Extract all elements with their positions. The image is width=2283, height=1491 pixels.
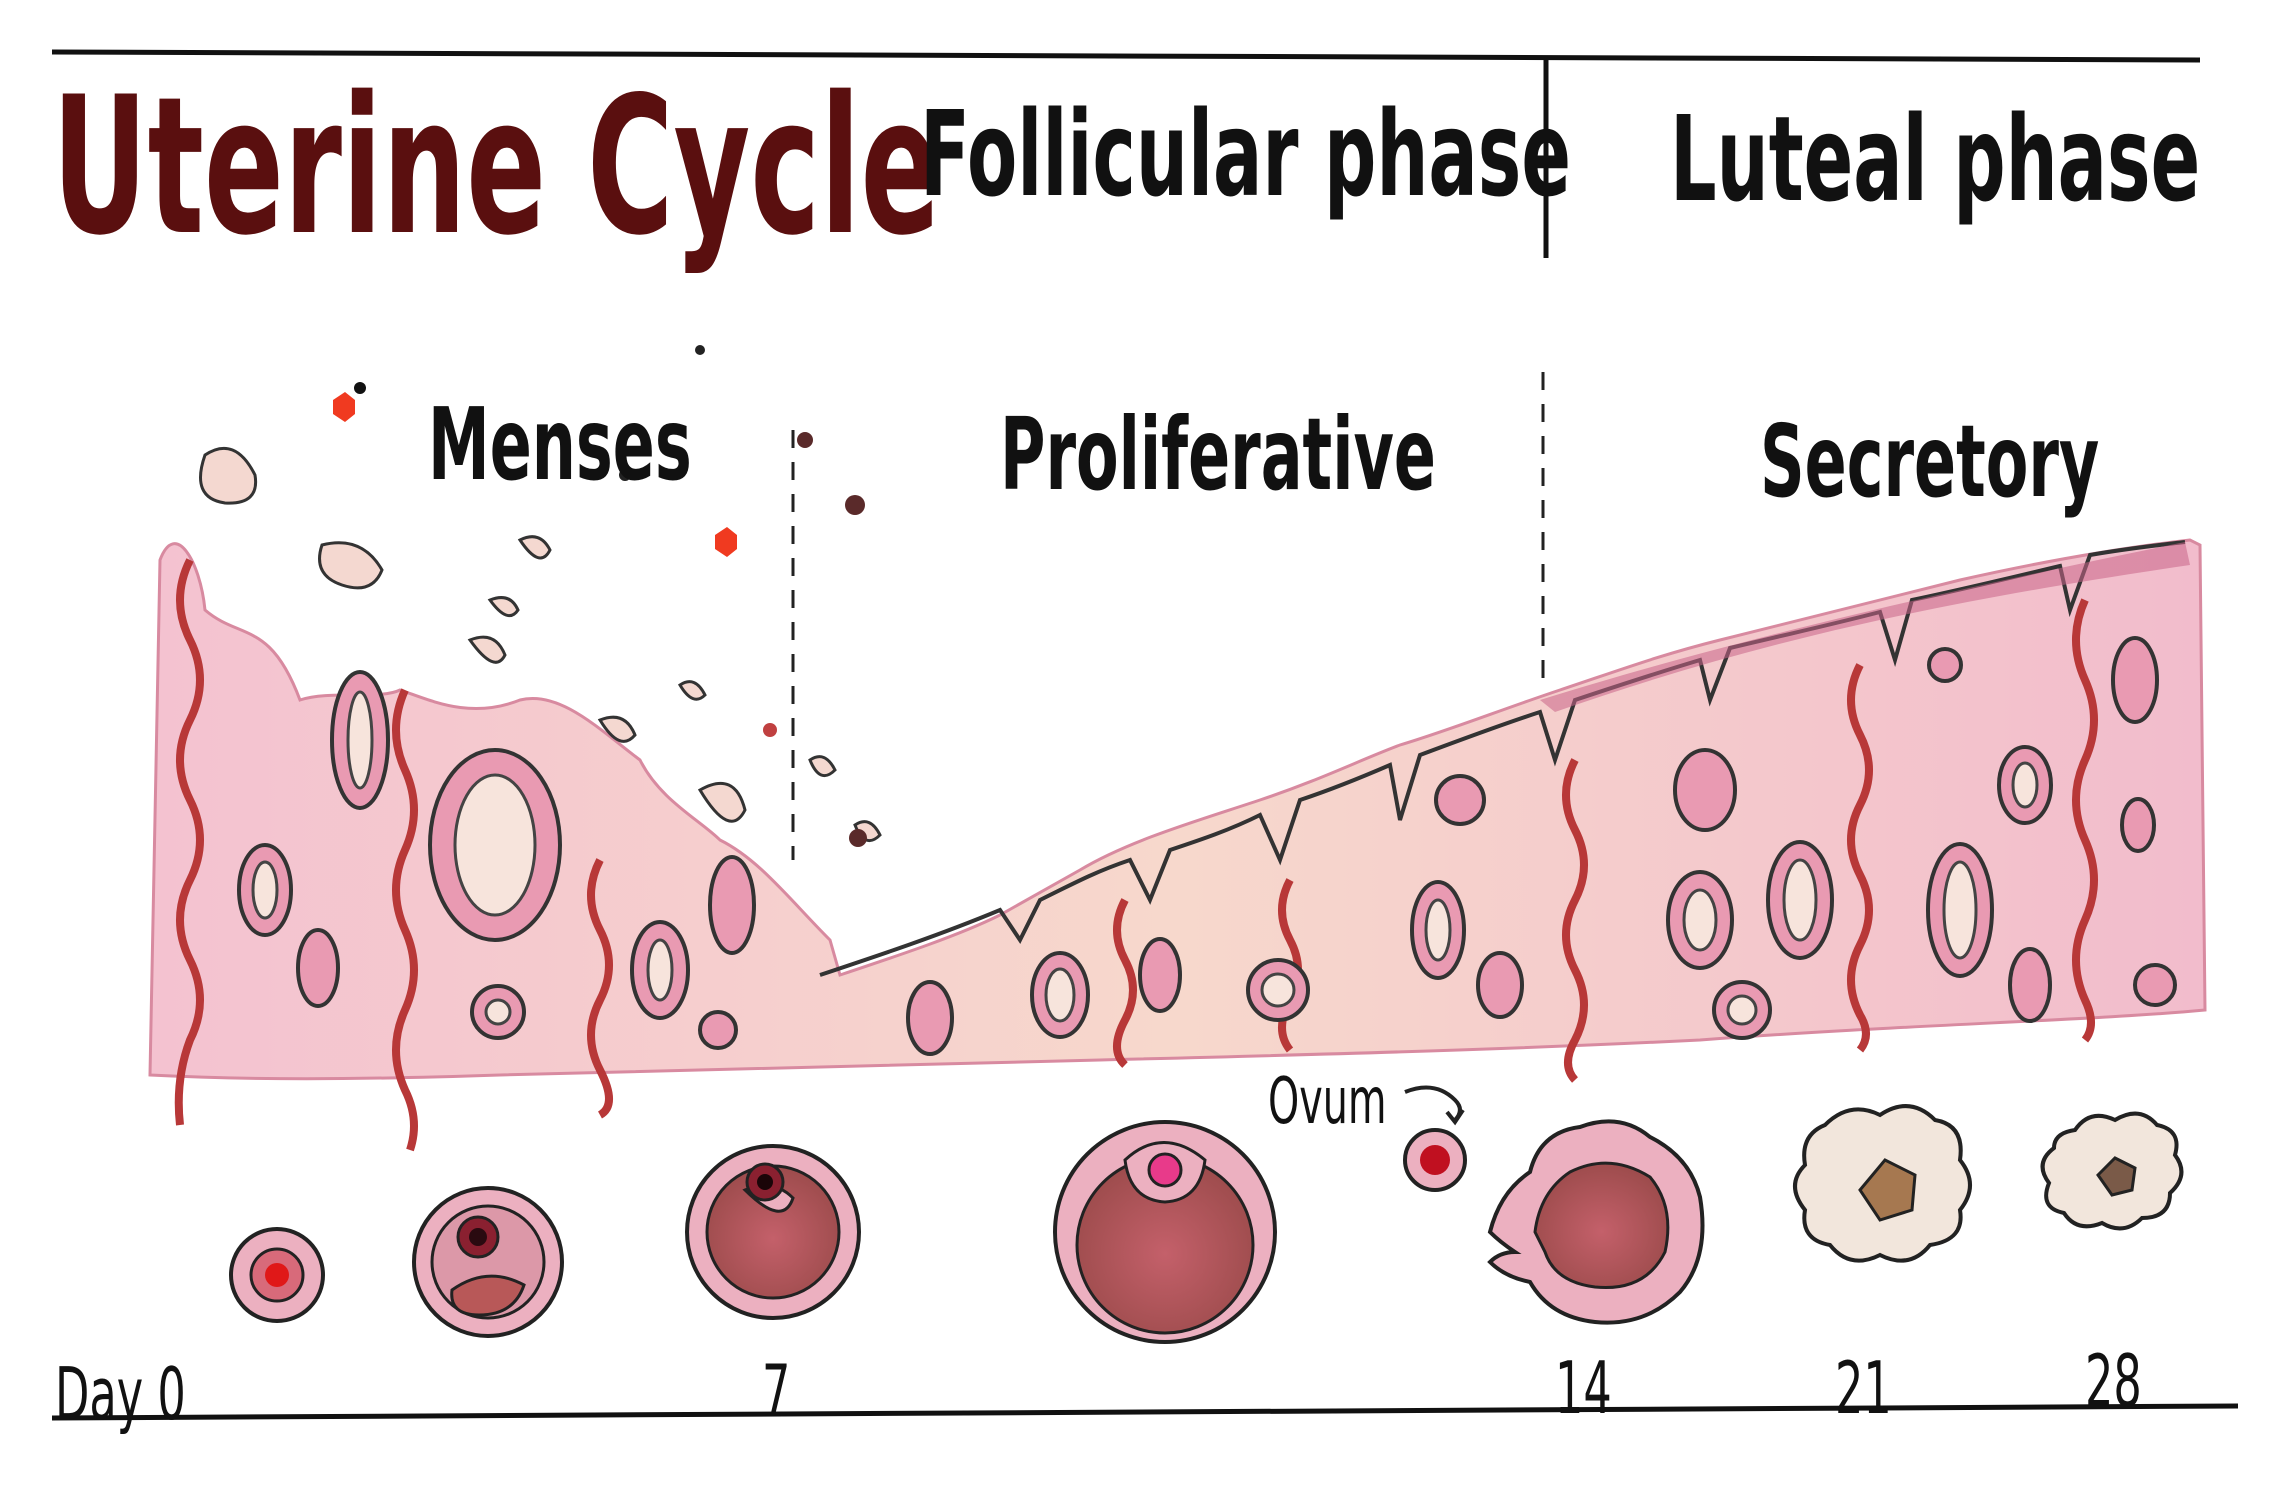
timeline-axis	[51, 1403, 2239, 1421]
day-21-label: 21	[1835, 1346, 1892, 1430]
corpus-albicans	[2040, 1111, 2184, 1231]
primary-follicle	[229, 1227, 325, 1323]
proliferative-label: Proliferative	[1000, 396, 1436, 513]
ovum-label: Ovum	[1268, 1065, 1387, 1139]
top-rule	[51, 49, 2201, 63]
diagram-title: Uterine Cycle	[52, 56, 941, 277]
ruptured-follicle	[1487, 1119, 1705, 1325]
antral-follicle	[685, 1144, 861, 1320]
menses-label: Menses	[428, 386, 692, 503]
functional-layer-surface	[1540, 542, 2190, 712]
corpus-luteum	[1793, 1104, 1972, 1263]
surface-epithelium	[819, 540, 2186, 977]
day-7-label: 7	[762, 1349, 791, 1433]
day-0-label: Day 0	[55, 1352, 186, 1436]
luteal-phase-label: Luteal phase	[1670, 90, 2201, 228]
shed-tissue-fragments	[199, 446, 882, 843]
graafian-follicle	[1053, 1120, 1277, 1344]
ovulated-ovum	[1403, 1085, 1467, 1192]
day-28-label: 28	[2085, 1339, 2142, 1423]
follicular-phase-label: Follicular phase	[920, 85, 1571, 223]
blood-droplets	[333, 345, 867, 847]
spiral-arteries	[174, 558, 2098, 1152]
secretory-label: Secretory	[1760, 403, 2100, 520]
secondary-follicle	[412, 1186, 564, 1338]
day-14-label: 14	[1555, 1346, 1612, 1430]
gland-lumens	[251, 690, 2039, 1026]
